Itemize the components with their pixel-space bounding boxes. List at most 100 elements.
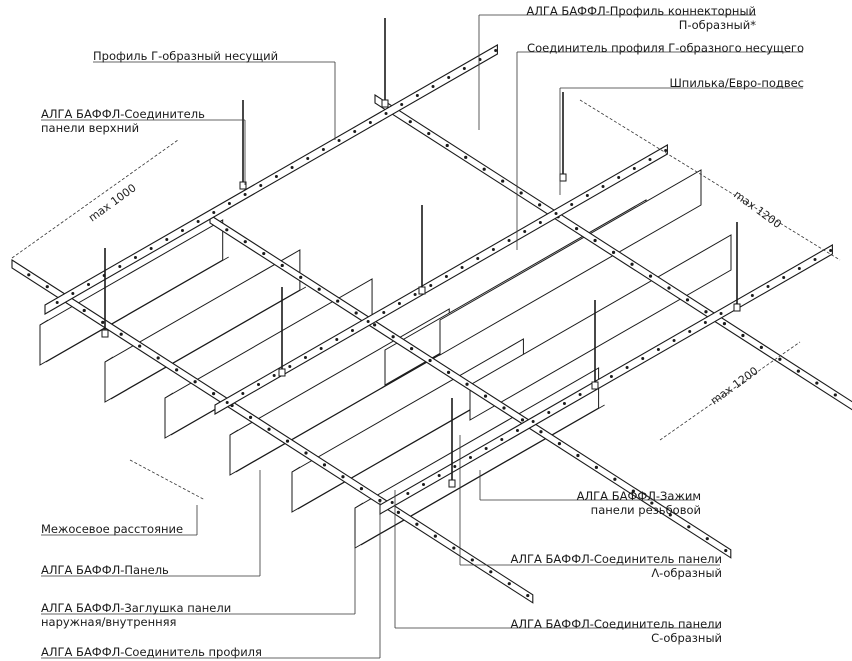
label-spacing: Межосевое расстояние: [41, 522, 184, 536]
profile-hole: [575, 227, 579, 231]
profile-hole: [272, 374, 276, 377]
profile-hole: [507, 239, 511, 242]
profile-hole: [668, 513, 672, 517]
profile-hole: [366, 320, 370, 323]
profile-hole: [410, 347, 414, 351]
profile-hole: [413, 293, 417, 296]
baffle-panel-lip: [354, 502, 364, 509]
profile-hole: [431, 85, 435, 88]
profile-hole: [782, 276, 786, 279]
profile-hole: [515, 429, 519, 432]
profile-hole: [241, 392, 245, 395]
profile-hole: [554, 212, 558, 215]
profile-hole: [778, 357, 782, 361]
profile-hole: [45, 285, 49, 289]
profile-hole: [576, 453, 580, 458]
profile-hole: [304, 451, 308, 455]
profile-hole: [444, 275, 448, 278]
profile-hole: [212, 392, 216, 396]
baffle-panel-inner-edge: [235, 345, 456, 473]
profile-hole: [27, 273, 31, 277]
label-c-connector: АЛГА БАФФЛ-Соединитель панели С-образный: [510, 617, 722, 645]
profile-hole: [452, 546, 456, 550]
profile-hole: [470, 558, 474, 562]
profile-hole: [500, 438, 504, 441]
stud-nut: [448, 479, 456, 488]
profile-hole: [359, 487, 364, 491]
profile-hole: [484, 447, 488, 450]
profile-hole: [687, 525, 691, 529]
profile-hole: [262, 251, 266, 256]
profile-hole: [641, 357, 645, 360]
profile-hole: [625, 366, 629, 369]
profile-hole: [724, 548, 728, 553]
baffle-panel-lip: [164, 392, 174, 399]
profile-hole: [118, 265, 122, 268]
profile-hole: [368, 121, 372, 124]
profile-hole: [87, 283, 90, 286]
profile-hole: [257, 383, 260, 386]
connector-profiles: [44, 44, 833, 515]
profile-hole: [382, 311, 386, 314]
profile-hole: [667, 286, 671, 290]
profile-hole: [507, 582, 511, 586]
profile-hole: [243, 240, 247, 244]
profile-hole: [354, 311, 358, 315]
profile-hole: [489, 570, 493, 574]
profile-hole: [468, 456, 472, 459]
profile-hole: [601, 185, 605, 188]
profile-hole: [138, 344, 142, 348]
g-profile-carrier: [11, 258, 534, 604]
profile-hole: [322, 463, 327, 467]
profile-hole: [415, 94, 419, 97]
profile-hole: [429, 284, 433, 287]
profile-hole: [119, 332, 123, 336]
dim-1200-top: max 1200: [731, 188, 784, 231]
dim-line-1200-top: [579, 99, 841, 261]
label-panel: АЛГА БАФФЛ-Панель: [41, 563, 169, 577]
profile-hole: [446, 370, 451, 374]
baffle-panel-lip: [291, 466, 301, 473]
dim-1000: max 1000: [86, 181, 139, 224]
profile-hole: [453, 465, 457, 468]
dim-1200-right: max 1200: [708, 364, 761, 407]
label-top-connector: АЛГА БАФФЛ-Соединитель панели верхний: [41, 107, 205, 135]
stud-nut: [381, 99, 389, 108]
profile-hole: [225, 401, 229, 404]
baffle-panel: [469, 234, 732, 421]
profile-hole: [833, 393, 837, 397]
profile-hole: [280, 263, 284, 268]
baffle-panel-lip: [104, 356, 114, 363]
profile-hole: [156, 356, 160, 360]
profile-hole: [557, 442, 562, 446]
profile-hole: [759, 345, 764, 349]
stud-nut: [591, 381, 599, 390]
profile-hole: [688, 330, 692, 333]
profile-hole: [593, 238, 597, 243]
profile-hole: [428, 358, 432, 363]
profile-hole: [243, 193, 247, 196]
profile-hole: [303, 356, 307, 359]
profile-hole: [397, 302, 401, 305]
profile-hole: [631, 489, 635, 493]
profile-hole: [353, 130, 357, 133]
profile-hole: [267, 427, 271, 431]
profile-hole: [299, 275, 303, 279]
profile-hole: [483, 394, 488, 398]
profile-hole: [82, 308, 86, 313]
profile-hole: [703, 321, 707, 324]
profile-hole: [578, 393, 582, 396]
profile-hole: [494, 49, 498, 52]
label-profile-connector: АЛГА БАФФЛ-Соединитель профиля: [41, 645, 262, 659]
profile-hole: [650, 501, 654, 505]
profile-hole: [632, 167, 636, 170]
stud-nut: [278, 368, 286, 377]
profile-hole: [476, 257, 480, 260]
profile-hole: [722, 322, 727, 326]
profile-hole: [704, 310, 708, 314]
profile-hole: [460, 266, 464, 269]
profile-hole: [225, 228, 229, 232]
profile-hole: [350, 329, 354, 332]
